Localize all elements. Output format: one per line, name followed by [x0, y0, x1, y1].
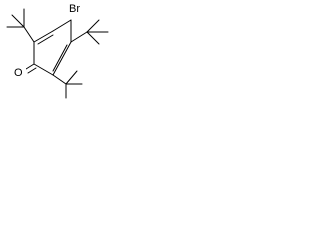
bond-c3-c4: [52, 19, 72, 32]
bond-right-tbutyl-down: [86, 31, 100, 45]
bond-left-tbutyl-diagonal: [11, 14, 25, 28]
bromine-label-mask: [68, 2, 85, 16]
bond-c5-c6: [52, 41, 72, 76]
bond-c6-c1: [33, 63, 54, 76]
bond-c5-c6-double: [52, 44, 68, 72]
atom-labels: Br O: [12, 2, 85, 79]
bond-c2-c3-double: [37, 34, 54, 45]
bond-c1-o-double-b: [27, 67, 37, 74]
bond-right-tbutyl-link: [70, 31, 88, 43]
bond-c1-o-double-a: [25, 63, 35, 70]
oxygen-label-mask: [12, 65, 26, 79]
bond-left-tbutyl-link: [23, 26, 35, 43]
bond-bottom-tbutyl-upright: [65, 70, 78, 85]
bottom-tert-butyl-group: [52, 70, 83, 99]
bond-right-tbutyl-up: [86, 19, 100, 33]
bromine-label: Br: [69, 3, 80, 15]
bond-c2-c3: [33, 30, 54, 43]
chemical-structure-diagram: Br O: [6, 2, 109, 99]
right-tert-butyl-group: [70, 19, 109, 45]
left-tert-butyl-group: [6, 8, 35, 43]
ring-bonds: [25, 19, 72, 76]
bond-bottom-tbutyl-link: [52, 74, 67, 85]
oxygen-label: O: [14, 67, 23, 79]
